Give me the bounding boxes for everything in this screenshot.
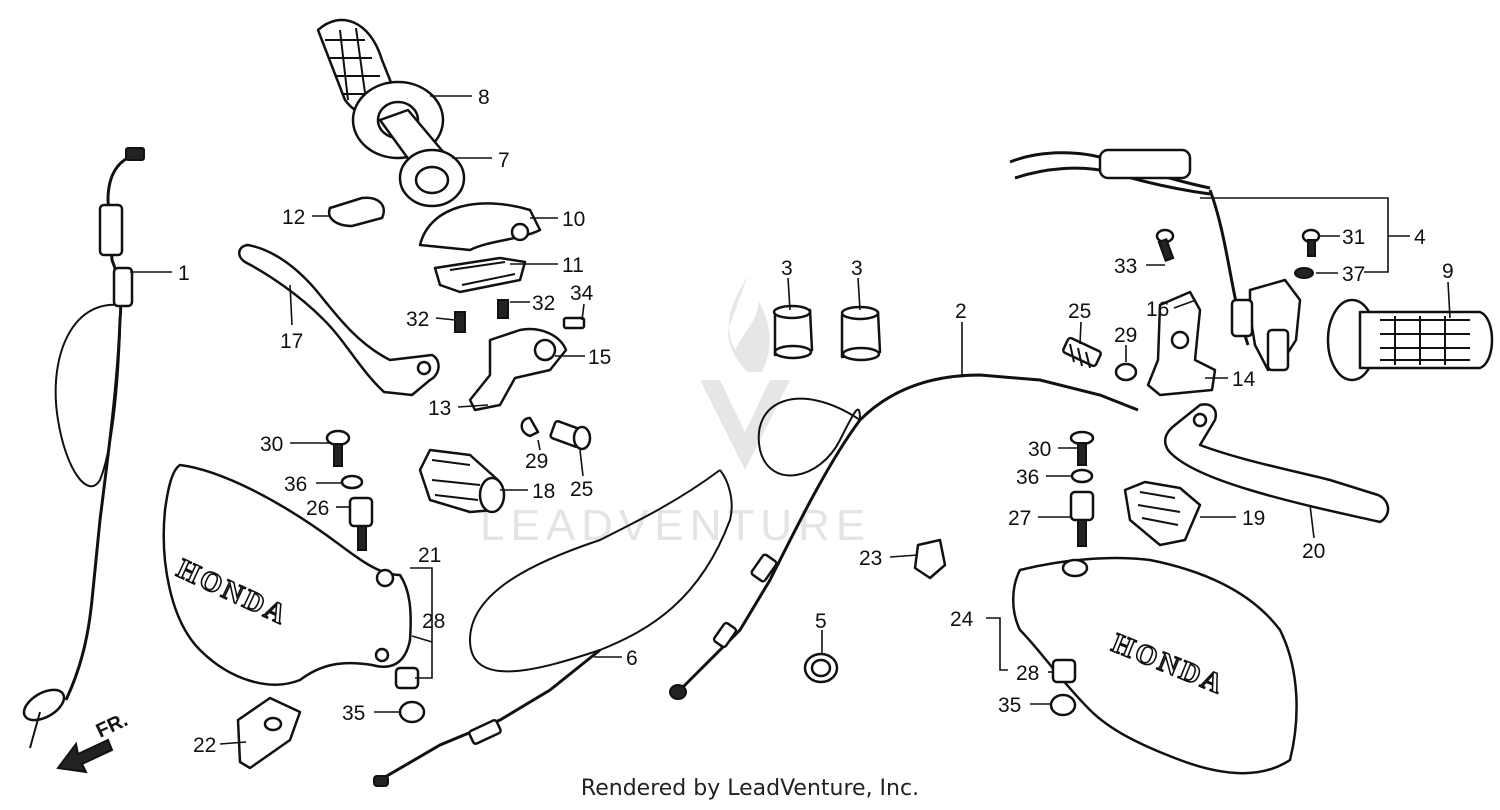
- callout-31: 31: [1342, 226, 1365, 249]
- callout-30-right: 30: [1028, 438, 1051, 461]
- callout-35-right: 35: [998, 694, 1021, 717]
- throttle-tube-7[interactable]: [378, 108, 466, 208]
- collar-27[interactable]: [1069, 490, 1095, 547]
- nut-29-left[interactable]: [520, 416, 540, 438]
- callout-32-left: 32: [406, 308, 429, 331]
- clutch-lever-17[interactable]: [238, 243, 440, 397]
- plate-22[interactable]: [236, 696, 302, 770]
- switch-wires-4[interactable]: [1009, 148, 1250, 346]
- grip-9[interactable]: [1326, 298, 1494, 382]
- clip-12[interactable]: [327, 196, 385, 228]
- leader-lines: [130, 95, 1451, 745]
- callout-30-left: 30: [260, 433, 283, 456]
- callout-12: 12: [282, 206, 305, 229]
- callout-28-right: 28: [1016, 662, 1039, 685]
- callout-27: 27: [1008, 507, 1031, 530]
- callout-10: 10: [562, 208, 585, 231]
- cable-2[interactable]: [669, 373, 1139, 700]
- nut-35-right[interactable]: [1049, 693, 1077, 717]
- callout-labels: 1 2 3 3 4 5 6 7 8 9 10 11 12 13 14 15 16…: [178, 86, 1454, 757]
- cap-19[interactable]: [1123, 480, 1202, 547]
- callout-19: 19: [1242, 507, 1265, 530]
- callout-36-right: 36: [1016, 466, 1039, 489]
- washer-36-right[interactable]: [1070, 468, 1094, 484]
- watermark-text: LEADVENTURE: [480, 501, 871, 550]
- callout-28-left: 28: [422, 610, 445, 633]
- callout-34: 34: [570, 282, 594, 305]
- bolt-32-left[interactable]: [454, 299, 509, 333]
- callout-25-right: 25: [1068, 300, 1091, 323]
- bolt-33[interactable]: [1155, 228, 1175, 263]
- clamp-3-right[interactable]: [840, 305, 882, 362]
- callout-3-left: 3: [781, 257, 793, 280]
- cap-18[interactable]: [418, 448, 506, 514]
- nut-29-right[interactable]: [1114, 362, 1138, 382]
- callout-11: 11: [562, 254, 584, 277]
- callout-5: 5: [815, 610, 827, 633]
- callout-1: 1: [178, 262, 190, 285]
- bolt-30-right[interactable]: [1069, 430, 1095, 466]
- callout-18: 18: [532, 480, 555, 503]
- throttle-cable-1[interactable]: [19, 147, 145, 749]
- throttle-housing-cover-11[interactable]: [433, 256, 527, 294]
- lever-bracket-13[interactable]: [468, 327, 568, 412]
- bolt-25-right[interactable]: [1062, 336, 1102, 369]
- front-direction-arrow: FR.: [56, 709, 131, 774]
- callout-4: 4: [1414, 226, 1426, 249]
- callout-35-left: 35: [342, 702, 365, 725]
- washer-37[interactable]: [1294, 267, 1314, 279]
- callout-15: 15: [588, 346, 611, 369]
- collar-26[interactable]: [348, 496, 374, 551]
- callout-2: 2: [955, 300, 967, 323]
- nut-28-left[interactable]: [394, 666, 420, 690]
- bolt-25-left[interactable]: [549, 420, 592, 451]
- handguard-left-21[interactable]: HONDA: [162, 463, 412, 686]
- throttle-housing-10[interactable]: [418, 202, 542, 252]
- callout-13: 13: [428, 397, 451, 420]
- callout-20: 20: [1302, 540, 1325, 563]
- callout-8: 8: [478, 86, 490, 109]
- callout-6: 6: [626, 647, 638, 670]
- callout-29-left: 29: [525, 450, 548, 473]
- callout-36-left: 36: [284, 473, 307, 496]
- nut-35-left[interactable]: [398, 700, 426, 724]
- nut-28-right[interactable]: [1051, 658, 1077, 684]
- screw-34[interactable]: [562, 316, 586, 330]
- callout-33: 33: [1114, 255, 1137, 278]
- bolt-30-left[interactable]: [325, 429, 351, 467]
- callout-22: 22: [193, 734, 216, 757]
- watermark: LEADVENTURE: [480, 275, 871, 550]
- callout-16: 16: [1146, 298, 1169, 321]
- callout-29-right: 29: [1114, 324, 1137, 347]
- handguard-right-24[interactable]: HONDA: [1012, 556, 1298, 775]
- callout-24: 24: [950, 608, 974, 631]
- callout-21: 21: [418, 544, 441, 567]
- credit-text: Rendered by LeadVenture, Inc.: [580, 776, 920, 801]
- callout-14: 14: [1232, 368, 1256, 391]
- callout-9: 9: [1442, 260, 1454, 283]
- callout-23: 23: [859, 547, 882, 570]
- callout-32-right: 32: [532, 292, 555, 315]
- switch-housing[interactable]: [1230, 278, 1302, 372]
- callout-3-right: 3: [851, 257, 863, 280]
- callout-26: 26: [306, 497, 329, 520]
- front-marker-label: FR.: [93, 709, 131, 743]
- clip-23[interactable]: [913, 538, 947, 580]
- bolt-31[interactable]: [1301, 228, 1321, 257]
- brake-lever-20[interactable]: [1163, 403, 1390, 524]
- grommet-5[interactable]: [803, 652, 839, 684]
- callout-37: 37: [1342, 263, 1365, 286]
- clamp-3-left[interactable]: [772, 304, 814, 360]
- washer-36-left[interactable]: [340, 474, 364, 490]
- callout-17: 17: [280, 330, 303, 353]
- callout-25-left: 25: [570, 478, 593, 501]
- callout-7: 7: [498, 149, 510, 172]
- cable-6[interactable]: [373, 469, 733, 787]
